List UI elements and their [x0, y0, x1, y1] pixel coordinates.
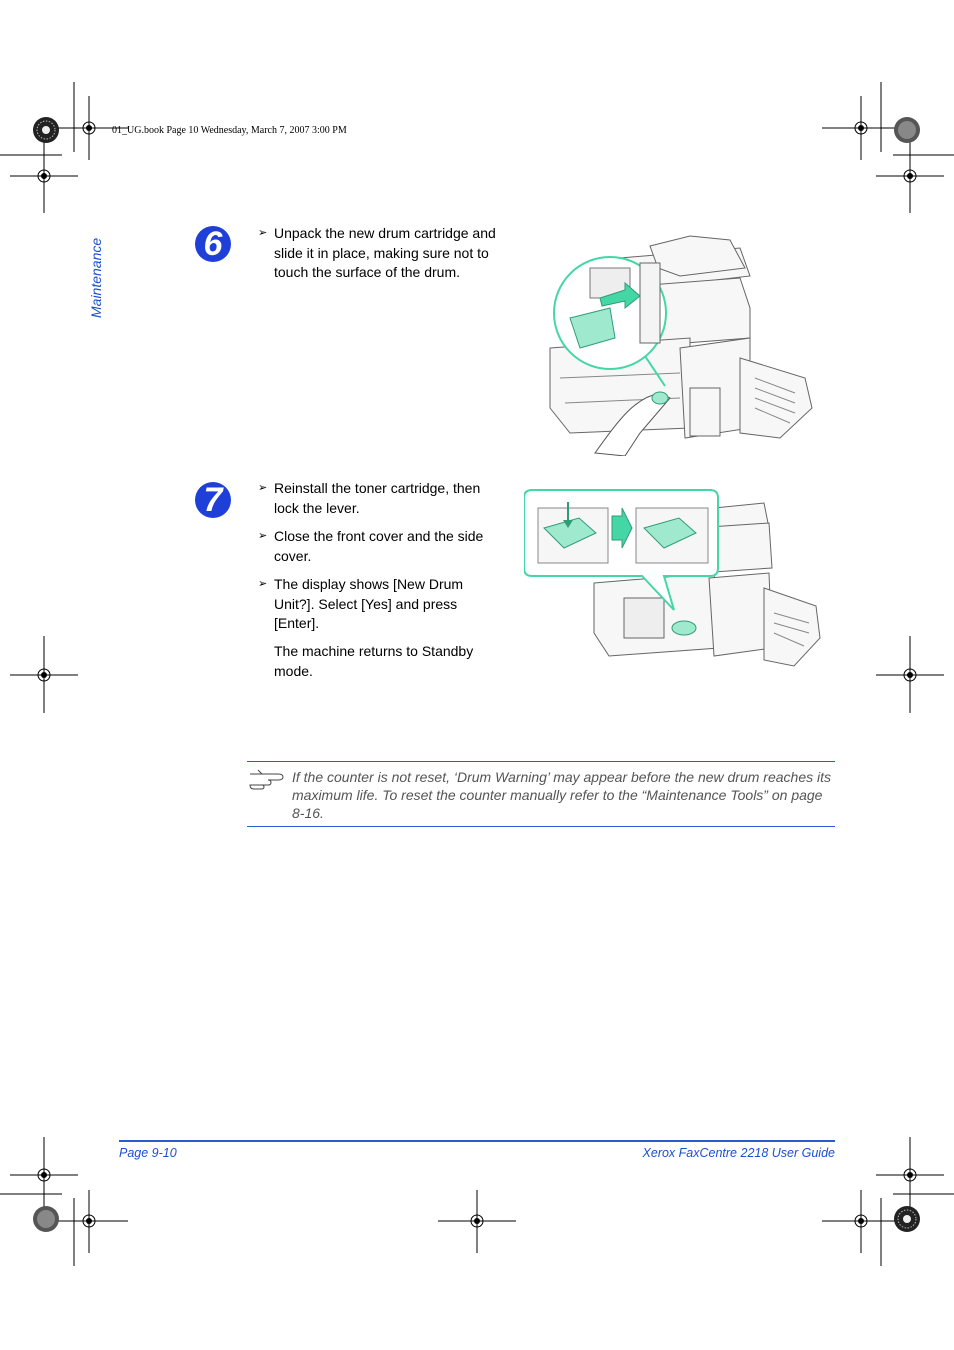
step-7-bullet-2: ➢ Close the front cover and the side cov…: [258, 528, 484, 564]
pointing-hand-icon: [249, 769, 284, 790]
bullet-arrow-icon: ➢: [258, 227, 268, 239]
footer-guide-title: Xerox FaxCentre 2218 User Guide: [642, 1146, 835, 1160]
note-top-rule: [247, 761, 835, 762]
footer-page-number: Page 9-10: [119, 1146, 177, 1160]
footer-rule: [119, 1140, 835, 1142]
step-7-bullet-3: ➢ The display shows [New Drum Unit?]. Se…: [258, 576, 464, 631]
registration-disc-icon: [33, 117, 920, 1232]
step-6-bullet-1: ➢ Unpack the new drum cartridge and slid…: [258, 225, 496, 280]
book-info-header: 01_UG.book Page 10 Wednesday, March 7, 2…: [112, 125, 347, 136]
step-number-7: 7: [195, 482, 231, 518]
bullet-arrow-icon: ➢: [258, 578, 268, 590]
note-text: If the counter is not reset, ‘Drum Warni…: [292, 769, 831, 821]
toner-reinstall-illustration: [524, 489, 821, 667]
note-bottom-rule: [247, 826, 835, 827]
bullet-arrow-icon: ➢: [258, 482, 268, 494]
step-7-bullet-1: ➢ Reinstall the toner cartridge, then lo…: [258, 480, 481, 516]
step-number-6: 6: [195, 226, 231, 262]
section-side-label: Maintenance: [88, 237, 104, 318]
bullet-arrow-icon: ➢: [258, 530, 268, 542]
step-7-followup: The machine returns to Standby mode.: [274, 643, 474, 679]
drum-cartridge-illustration: [549, 235, 813, 456]
